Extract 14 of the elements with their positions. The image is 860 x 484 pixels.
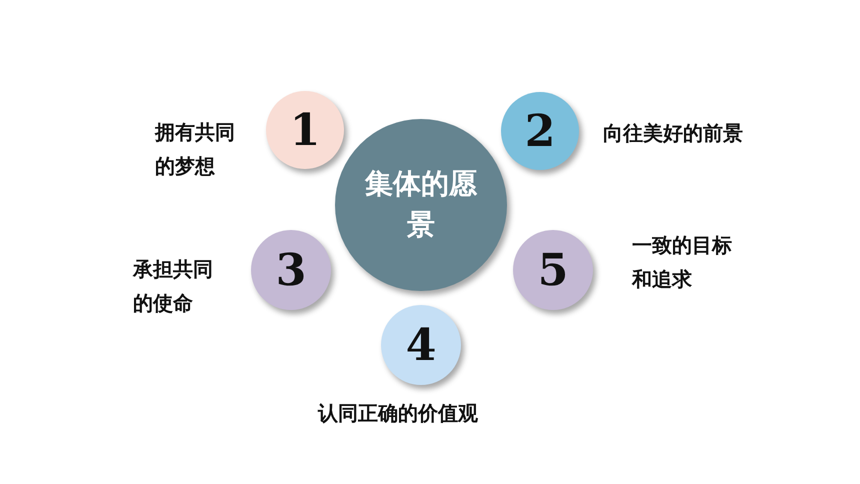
title-circle: [335, 119, 507, 291]
caption-text: 拥有共同的梦想: [155, 119, 236, 180]
number-circle: [513, 230, 593, 310]
caption-text: 承担共同的使命: [133, 256, 214, 317]
caption-text: 认同正确的价值观: [318, 400, 479, 427]
caption-text: 一致的目标和追求: [632, 232, 733, 293]
circle-number: 4: [406, 320, 436, 370]
circle-number: 3: [276, 244, 306, 296]
circle-number: 2: [524, 106, 556, 156]
number-circle: [501, 92, 579, 170]
caption-text: 向往美好的前景: [603, 120, 744, 147]
circle-number: 5: [538, 244, 568, 296]
circle-number: 1: [290, 104, 320, 156]
circle-title: 集体的愿景: [364, 166, 478, 243]
